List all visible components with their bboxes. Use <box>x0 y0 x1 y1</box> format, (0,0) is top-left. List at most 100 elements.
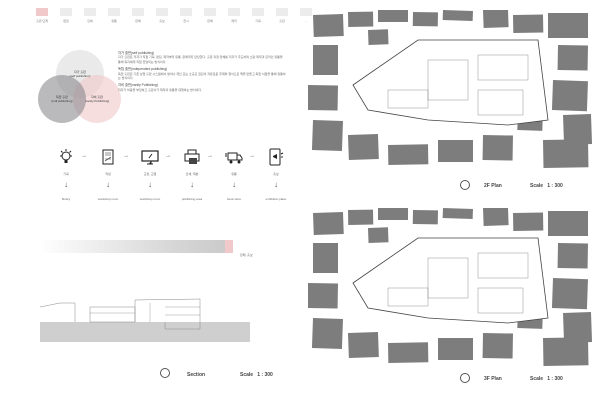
arrow-down-icon: ↓ <box>106 180 110 189</box>
strip-label: 인쇄 <box>87 19 93 23</box>
neighbor-building <box>557 45 588 71</box>
step-label: 작성 <box>105 172 111 176</box>
neighbor-building <box>308 282 338 309</box>
step-label: 홍보 <box>273 172 279 176</box>
neighbor-building <box>513 212 544 231</box>
strip-swatch <box>228 8 240 16</box>
neighbor-building <box>548 211 588 236</box>
flow-step: 홍보 ↓ exhibition place <box>255 148 297 201</box>
flow-step: 기획↓library <box>45 148 87 201</box>
arrow-right-icon: → <box>123 153 129 159</box>
arrow-down-icon: ↓ <box>232 180 236 189</box>
neighbor-building <box>548 13 588 38</box>
neighbor-building <box>563 312 593 343</box>
strip-item: 편집 <box>59 8 73 23</box>
plan-2f-scale: Scale 1 : 300 <box>530 183 563 189</box>
north-arrow-icon <box>460 180 470 190</box>
strip-item: 판매 <box>203 8 217 23</box>
strip-swatch <box>132 8 144 16</box>
neighbor-building <box>482 333 513 359</box>
strip-swatch <box>204 8 216 16</box>
step-place: workshop room <box>97 197 119 201</box>
neighbor-building <box>378 208 408 220</box>
neighbor-building <box>388 342 429 363</box>
neighbor-building <box>483 208 509 226</box>
neighbor-building <box>348 209 374 225</box>
arrow-right-icon: → <box>81 153 87 159</box>
strip-swatch <box>156 8 168 16</box>
strip-item: 출판 <box>275 8 289 23</box>
arrow-right-icon: → <box>207 153 213 159</box>
flow-step: 교정, 교열↓workshop room <box>129 148 171 201</box>
neighbor-building <box>438 140 473 162</box>
room <box>387 89 429 109</box>
neighbor-building <box>348 331 379 358</box>
strip-swatch <box>108 8 120 16</box>
gradient-label: 판매, 홍보 <box>240 253 253 257</box>
step-place: library <box>61 197 71 201</box>
strip-label: 편집 <box>63 19 69 23</box>
neighbor-building <box>543 337 589 366</box>
arrow-right-icon: → <box>249 153 255 159</box>
step-place: workshop room <box>139 197 161 201</box>
truck-icon <box>225 152 243 164</box>
flow-step: 인쇄, 제본↓publishing area <box>171 148 213 201</box>
strip-label: 유통 <box>111 19 117 23</box>
arrow-down-icon: ↓ <box>274 180 278 189</box>
section-scale: Scale 1 : 300 <box>240 372 273 378</box>
strip-label: 판매 <box>207 19 213 23</box>
step-place: exhibition place <box>265 197 287 201</box>
room <box>387 287 429 307</box>
venn-diagram: 자가 출판(self publishing) 자비 출판(vanity Publ… <box>38 50 128 130</box>
neighbor-building <box>412 210 438 225</box>
strip-item: 출판 단계 <box>35 8 49 23</box>
room <box>477 54 529 81</box>
lightbulb-icon <box>60 149 72 163</box>
step-label: 인쇄, 제본 <box>185 172 199 176</box>
neighbor-building <box>367 29 389 45</box>
strip-item: 기획 <box>251 8 265 23</box>
plan-3f-scale: Scale 1 : 300 <box>530 376 563 382</box>
neighbor-building <box>442 208 473 220</box>
neighbor-building <box>313 243 338 273</box>
tablet-megaphone-icon <box>269 148 284 166</box>
room <box>427 59 469 101</box>
strip-label: 판매 <box>135 19 141 23</box>
strip-swatch <box>300 8 312 16</box>
arrow-right-icon: → <box>165 153 171 159</box>
strip-swatch <box>252 8 264 16</box>
strip-label: ... <box>304 19 308 23</box>
north-arrow-icon <box>160 368 170 378</box>
neighbor-building <box>563 114 593 145</box>
venn-indie: 독립 출판(indi publishing) <box>38 75 86 123</box>
neighbor-building <box>313 211 344 235</box>
flow-step: 유통↓book store <box>213 148 255 201</box>
room <box>427 257 469 299</box>
neighbor-building <box>551 80 588 112</box>
neighbor-building <box>311 317 343 350</box>
neighbor-building <box>557 243 588 269</box>
plan-3f-drawing <box>308 208 593 366</box>
neighbor-building <box>543 139 589 168</box>
strip-item: 인쇄 <box>83 8 97 23</box>
strip-item: ... <box>299 8 313 23</box>
neighbor-building <box>348 11 374 27</box>
plan-2f-drawing <box>308 10 593 168</box>
neighbor-building <box>551 278 588 310</box>
strip-label: 제작 <box>231 19 237 23</box>
building-footprint <box>352 237 549 324</box>
description-text: 자가 출판(self publishing)자가 출판은 저자가 직접 기획, … <box>118 51 286 92</box>
neighbor-building <box>483 10 509 28</box>
room <box>477 89 524 116</box>
strip-label: 출판 단계 <box>36 19 48 23</box>
room <box>477 252 529 279</box>
strip-label: 기획 <box>255 19 261 23</box>
neighbor-building <box>438 338 473 360</box>
neighbor-building <box>308 84 338 111</box>
flow-step: 작성 ↓ workshop room <box>87 148 129 201</box>
neighbor-building <box>412 12 438 27</box>
step-label: 유통 <box>231 172 237 176</box>
strip-item: 판매 <box>131 8 145 23</box>
